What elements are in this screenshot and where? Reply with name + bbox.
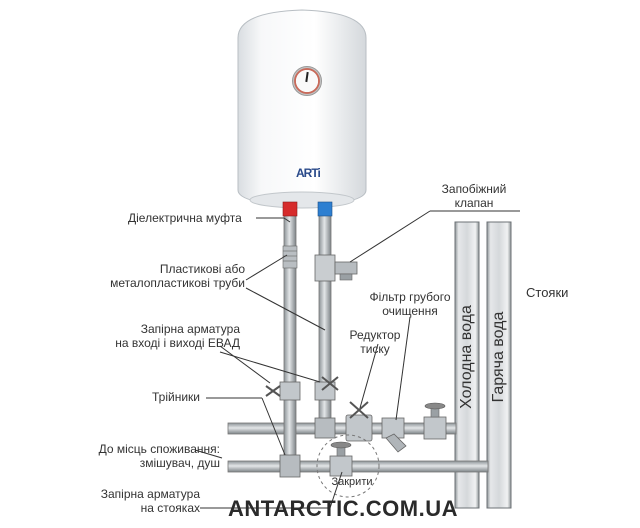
coarse-filter <box>381 417 407 453</box>
label-hot-water-riser: Гаряча вода <box>490 311 507 403</box>
hot-water-riser <box>486 221 512 509</box>
brand-logo: ARTi <box>296 166 321 180</box>
label-coarse-filter: Фільтр грубого очищення <box>350 290 470 318</box>
corrugated-coupling <box>282 245 298 269</box>
label-pipes: Пластикові або металопластикові труби <box>85 262 245 290</box>
label-consumers: До місць споживання: змішувач, душ <box>60 442 220 470</box>
label-coarse-filter-line2: очищення <box>382 304 438 318</box>
label-riser-valves-line1: Запірна арматура <box>100 487 200 501</box>
label-coarse-filter-line1: Фільтр грубого <box>369 290 451 304</box>
cold-supply-horizontal-pipe <box>227 422 457 435</box>
label-safety-valve: Запобіжний клапан <box>424 182 524 210</box>
label-pipes-line1: Пластикові або <box>159 262 245 276</box>
tee-cold <box>314 417 336 439</box>
label-pressure-reducer-line1: Редуктор <box>349 328 401 342</box>
thermometer-gauge-icon <box>292 66 322 96</box>
label-riser-valves-line2: на стояках <box>140 501 200 515</box>
riser-valve-hot <box>329 441 353 477</box>
dielectric-coupling-cold <box>317 201 333 217</box>
label-pressure-reducer-line2: тиску <box>360 342 390 356</box>
label-safety-valve-line2: клапан <box>454 196 494 210</box>
label-pressure-reducer: Редуктор тиску <box>340 328 410 356</box>
label-riser-valves: Запірна арматура на стояках <box>40 487 200 515</box>
website-watermark: ANTARCTIC.COM.UA <box>228 496 459 521</box>
leader-lines <box>194 210 520 509</box>
label-tees: Трійники <box>152 390 200 404</box>
riser-valve-cold <box>423 402 447 440</box>
safety-valve <box>314 254 358 282</box>
label-pipes-line2: металопластикові труби <box>110 276 245 290</box>
label-consumers-line2: змішувач, душ <box>139 456 220 470</box>
label-safety-valve-line1: Запобіжний <box>441 182 507 196</box>
tee-hot <box>279 454 301 478</box>
label-shutoff-valves-line1: Запірна арматура <box>140 322 240 336</box>
label-dielectric-coupling: Діелектрична муфта <box>128 211 242 225</box>
label-consumers-line1: До місць споживання: <box>98 442 220 456</box>
cold-water-riser <box>454 221 480 509</box>
closed-valve-highlight <box>316 434 380 498</box>
label-shutoff-valves-line2: на вході і виході ЕВАД <box>115 336 240 350</box>
label-shutoff-valves: Запірна арматура на вході і виході ЕВАД <box>80 322 240 350</box>
pressure-reducer <box>345 401 373 442</box>
hot-consumer-horizontal-pipe <box>227 460 489 473</box>
label-risers: Стояки <box>526 285 569 300</box>
shutoff-valve-cold <box>314 376 339 401</box>
label-closed: Закрити <box>331 476 373 488</box>
label-cold-water-riser: Холодна вода <box>458 305 475 409</box>
dielectric-coupling-hot <box>282 201 298 217</box>
shutoff-valve-hot <box>265 381 301 401</box>
